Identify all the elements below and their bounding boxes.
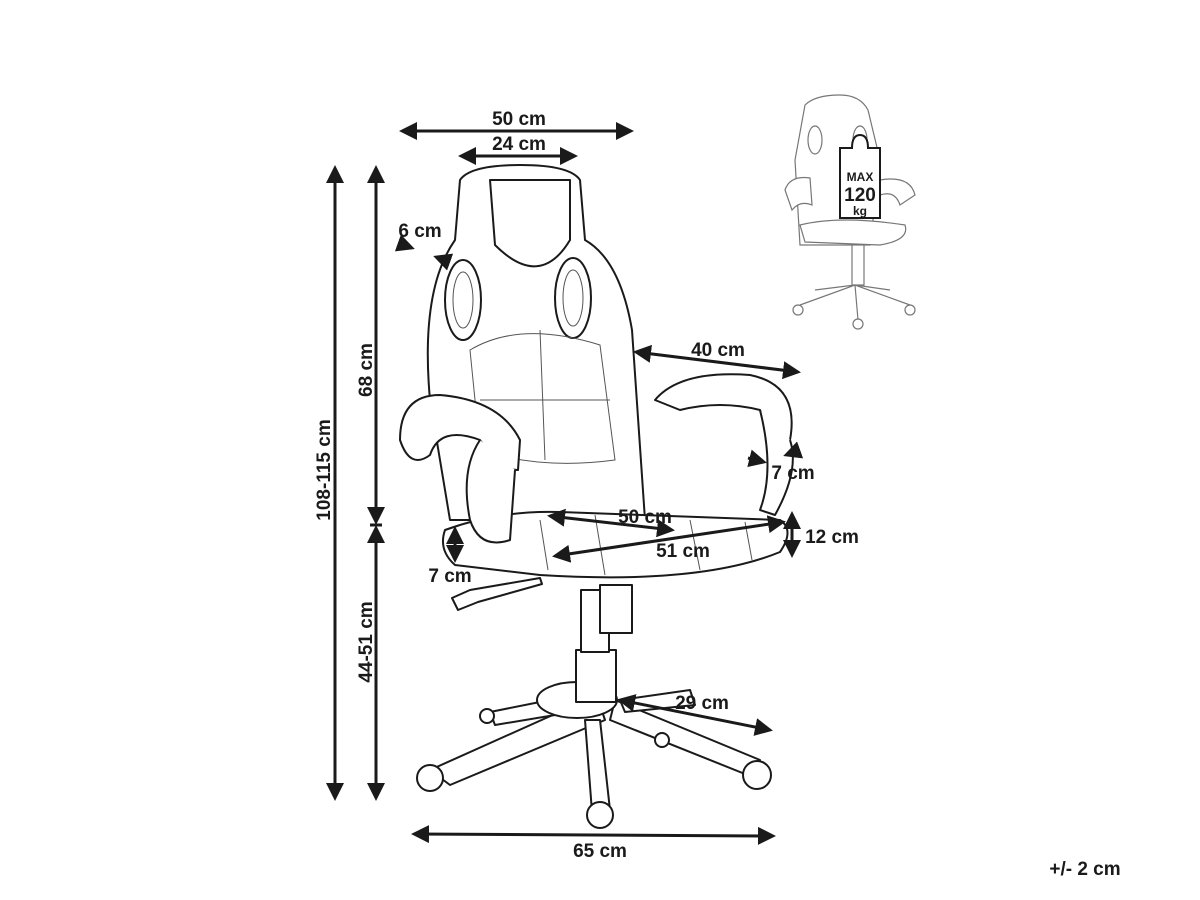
dimension-arrows — [326, 122, 804, 845]
max-label: MAX — [847, 170, 874, 184]
max-load-unit: kg — [853, 204, 867, 218]
overall-width-label: 50 cm — [492, 109, 546, 130]
seat-thickness-label: 12 cm — [805, 527, 859, 548]
armrest-width-label: 7 cm — [771, 463, 814, 484]
armrest-depth-label: 40 cm — [691, 340, 745, 361]
max-load-thumbnail: MAX 120 kg — [784, 94, 916, 330]
headrest-width-label: 24 cm — [492, 134, 546, 155]
seat-depth-label: 51 cm — [656, 541, 710, 562]
armrest-height-label: 7 cm — [428, 566, 471, 587]
seat-height-label: 44-51 cm — [356, 601, 377, 682]
backrest-height-label: 68 cm — [356, 343, 377, 397]
leg-length-label: 29 cm — [675, 693, 729, 714]
base-diameter-label: 65 cm — [573, 841, 627, 862]
chair-illustration — [399, 164, 794, 829]
max-load-value: 120 — [844, 185, 876, 206]
total-height-label: 108-115 cm — [314, 419, 335, 520]
side-bolster-label: 6 cm — [398, 221, 441, 242]
tolerance-note: +/- 2 cm — [1049, 859, 1120, 880]
seat-width-label: 50 cm — [618, 507, 672, 528]
